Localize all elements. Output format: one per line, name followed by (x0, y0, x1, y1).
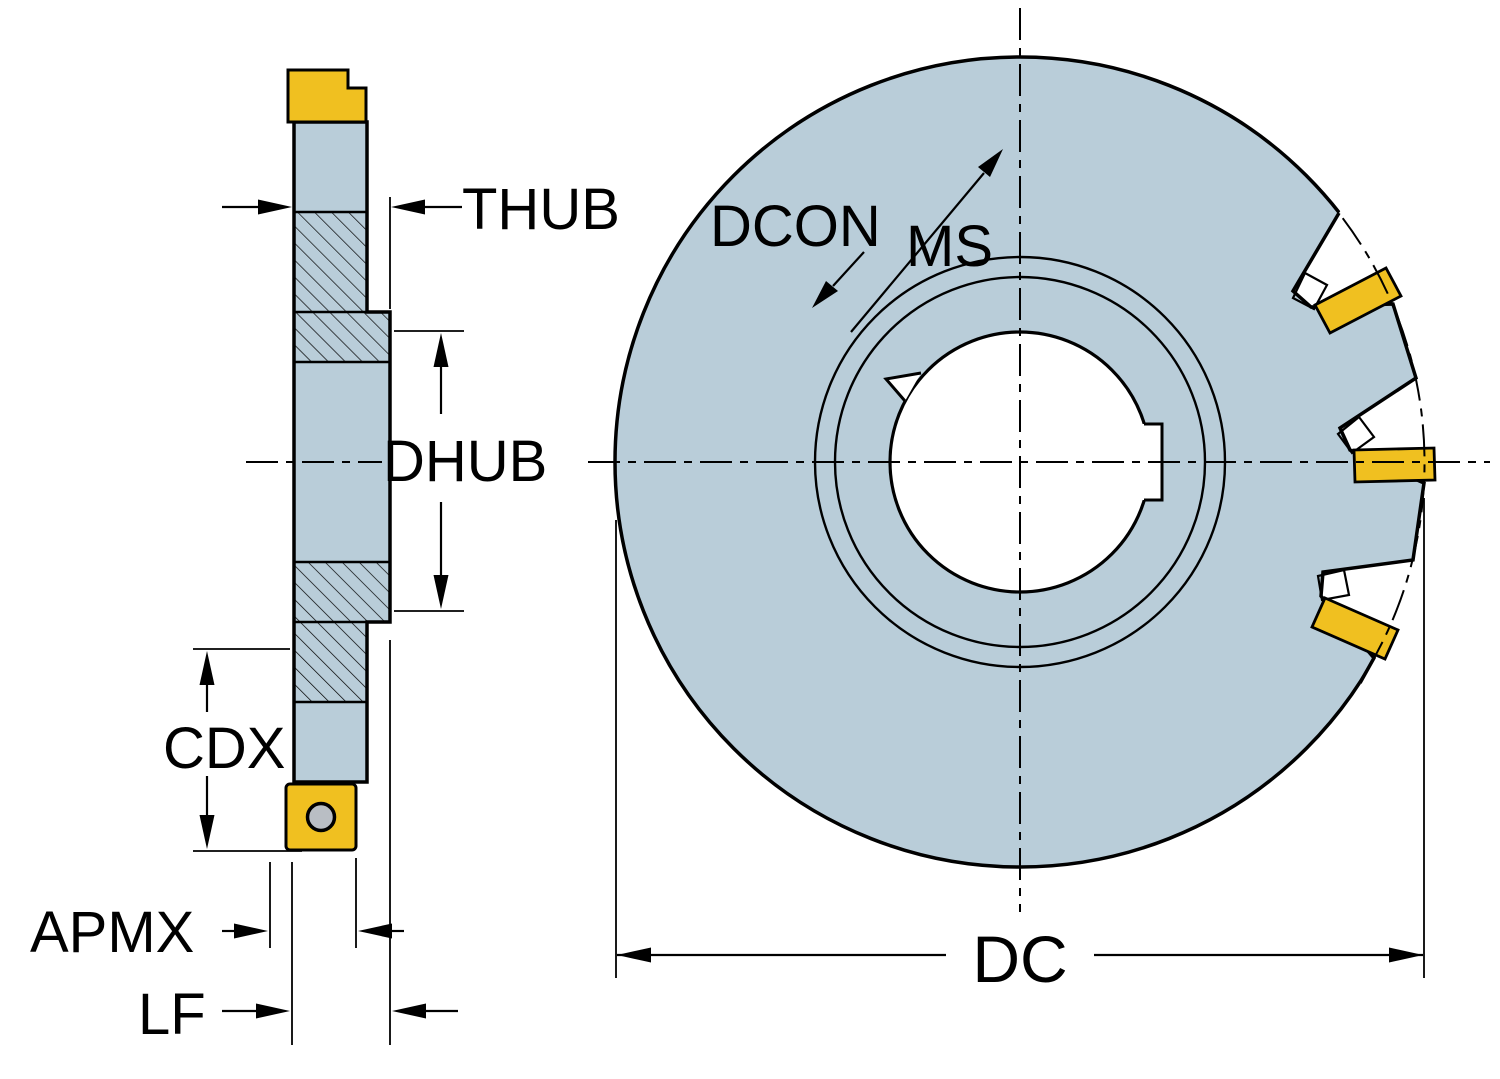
dim-apmx: APMX (30, 858, 404, 965)
hatch-region (294, 562, 390, 622)
label-apmx: APMX (30, 900, 194, 965)
label-cdx: CDX (163, 716, 285, 781)
section-feature-lines (294, 210, 390, 704)
side-view-section: THUB DHUB CDX (30, 68, 620, 1047)
hatch-region (294, 622, 367, 702)
dim-dc: DC (615, 498, 1425, 996)
insert-front (1313, 266, 1403, 335)
wedge-clamp (1316, 568, 1351, 602)
insert-top-side (286, 68, 368, 124)
drive-notch (883, 371, 922, 402)
tooth-wedges (1291, 271, 1376, 602)
front-view-inserts (1310, 266, 1437, 661)
dim-cdx: CDX (163, 648, 302, 852)
arrowhead (199, 651, 215, 685)
arrowhead (391, 199, 425, 215)
arrowhead (358, 923, 392, 939)
arrowhead (617, 947, 651, 963)
leader-line (850, 172, 985, 333)
label-ms: MS (906, 214, 993, 279)
arrowhead (812, 281, 838, 308)
hatch-regions (294, 212, 390, 702)
drive-notch-outline (883, 371, 922, 402)
hatch-region (294, 212, 367, 312)
label-lf: LF (138, 982, 206, 1047)
insert-front (1310, 596, 1400, 661)
label-thub: THUB (462, 177, 620, 242)
insert-screw-hole (305, 801, 337, 833)
dim-thub: THUB (222, 177, 620, 309)
label-dhub: DHUB (383, 429, 547, 494)
wedge-clamp (1336, 415, 1376, 455)
leader-ms: MS (850, 149, 1003, 333)
dim-dhub: DHUB (383, 330, 547, 612)
drive-notch-fill (886, 373, 921, 401)
arrowhead (234, 923, 268, 939)
pitch-arc-dashdot (1305, 175, 1426, 707)
arrowhead (199, 815, 215, 849)
front-view-section: DCON MS DC (588, 8, 1490, 996)
arrowhead (258, 199, 292, 215)
insert-front (1352, 446, 1437, 484)
label-dc: DC (972, 922, 1067, 996)
arrowhead (392, 1003, 426, 1019)
label-dcon: DCON (710, 194, 881, 259)
arrowhead (978, 149, 1003, 177)
dim-lf: LF (138, 640, 458, 1047)
arrowhead (1389, 947, 1423, 963)
arrowhead (256, 1003, 290, 1019)
wedge-clamp (1291, 271, 1329, 311)
arrowhead (433, 333, 449, 367)
hatch-region (294, 312, 390, 362)
leader-line (832, 251, 865, 287)
arrowhead (433, 575, 449, 609)
leader-dcon: DCON (710, 194, 881, 308)
